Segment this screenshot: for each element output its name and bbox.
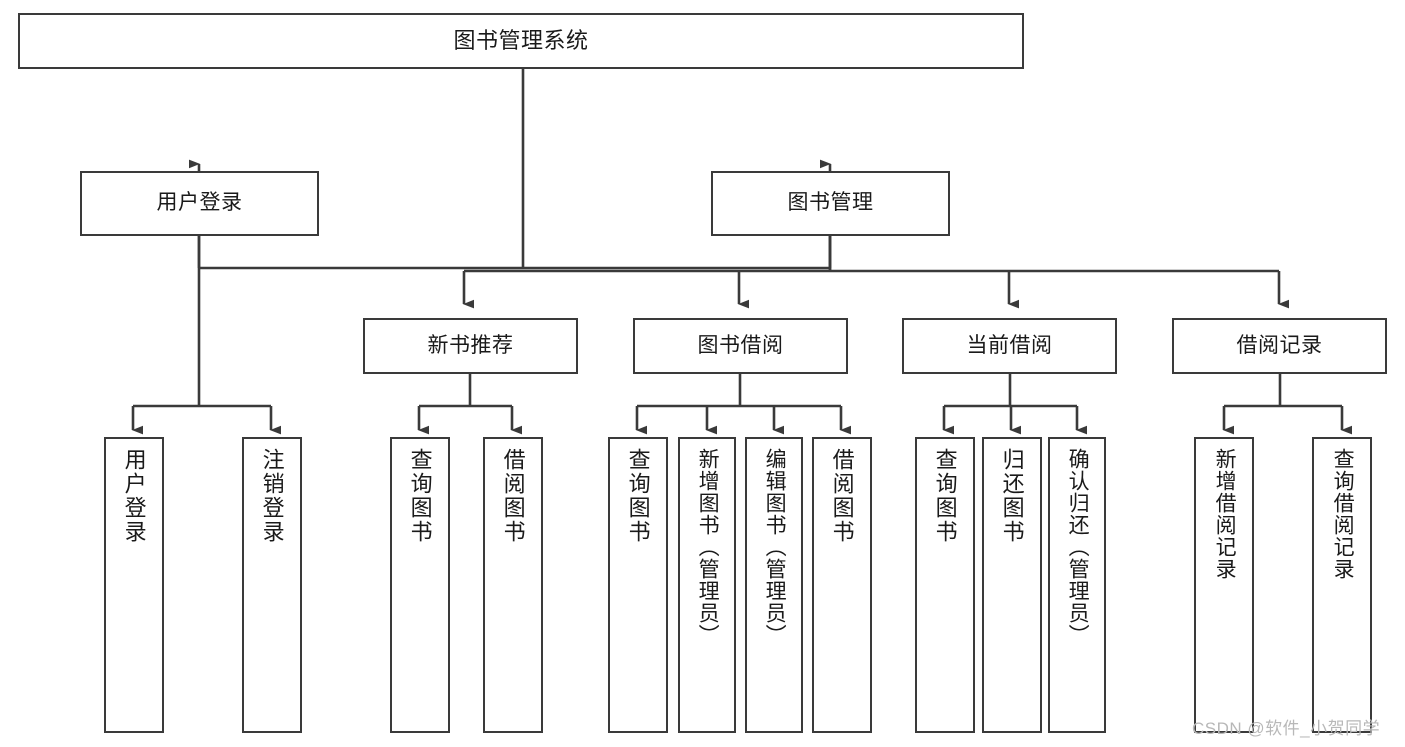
leaf-user-login-login[interactable]: 用户登录 xyxy=(104,437,164,733)
leaf-user-login-logout[interactable]: 注销登录 xyxy=(242,437,302,733)
leaf-borrow-edit-book-admin[interactable]: 编辑图书（管理员） xyxy=(745,437,803,733)
node-label: 确认归还（管理员） xyxy=(1066,448,1090,646)
node-borrow-record[interactable]: 借阅记录 xyxy=(1172,318,1387,374)
leaf-current-confirm-return-admin[interactable]: 确认归还（管理员） xyxy=(1048,437,1106,733)
leaf-borrow-query-book[interactable]: 查询图书 xyxy=(608,437,668,733)
leaf-borrow-add-book-admin[interactable]: 新增图书（管理员） xyxy=(678,437,736,733)
leaf-borrow-borrow-book[interactable]: 借阅图书 xyxy=(812,437,872,733)
node-root-system[interactable]: 图书管理系统 xyxy=(18,13,1024,69)
node-user-login[interactable]: 用户登录 xyxy=(80,171,319,236)
node-label: 图书管理 xyxy=(787,191,874,215)
node-label: 借阅图书 xyxy=(829,448,855,544)
leaf-recommend-query-book[interactable]: 查询图书 xyxy=(390,437,450,733)
node-label: 新增借阅记录 xyxy=(1213,448,1237,580)
node-current-borrow[interactable]: 当前借阅 xyxy=(902,318,1117,374)
node-label: 查询借阅记录 xyxy=(1331,448,1355,580)
node-label: 用户登录 xyxy=(156,191,243,215)
node-label: 图书管理系统 xyxy=(453,28,589,54)
node-label: 用户登录 xyxy=(121,448,147,544)
node-label: 当前借阅 xyxy=(966,333,1053,357)
node-label: 新增图书（管理员） xyxy=(696,448,720,646)
node-label: 借阅图书 xyxy=(500,448,526,544)
leaf-record-query-record[interactable]: 查询借阅记录 xyxy=(1312,437,1372,733)
node-new-book-recommend[interactable]: 新书推荐 xyxy=(363,318,578,374)
leaf-recommend-borrow-book[interactable]: 借阅图书 xyxy=(483,437,543,733)
node-label: 注销登录 xyxy=(259,448,285,544)
node-label: 查询图书 xyxy=(625,448,651,544)
node-label: 新书推荐 xyxy=(427,333,514,357)
node-label: 图书借阅 xyxy=(697,333,784,357)
node-label: 借阅记录 xyxy=(1236,333,1323,357)
leaf-record-add-record[interactable]: 新增借阅记录 xyxy=(1194,437,1254,733)
node-label: 查询图书 xyxy=(407,448,433,544)
node-book-borrow[interactable]: 图书借阅 xyxy=(633,318,848,374)
leaf-current-query-book[interactable]: 查询图书 xyxy=(915,437,975,733)
node-label: 查询图书 xyxy=(932,448,958,544)
node-label: 归还图书 xyxy=(999,448,1025,544)
node-label: 编辑图书（管理员） xyxy=(763,448,787,646)
leaf-current-return-book[interactable]: 归还图书 xyxy=(982,437,1042,733)
node-book-management[interactable]: 图书管理 xyxy=(711,171,950,236)
watermark-text: CSDN @软件_小贺同学 xyxy=(1192,719,1381,738)
